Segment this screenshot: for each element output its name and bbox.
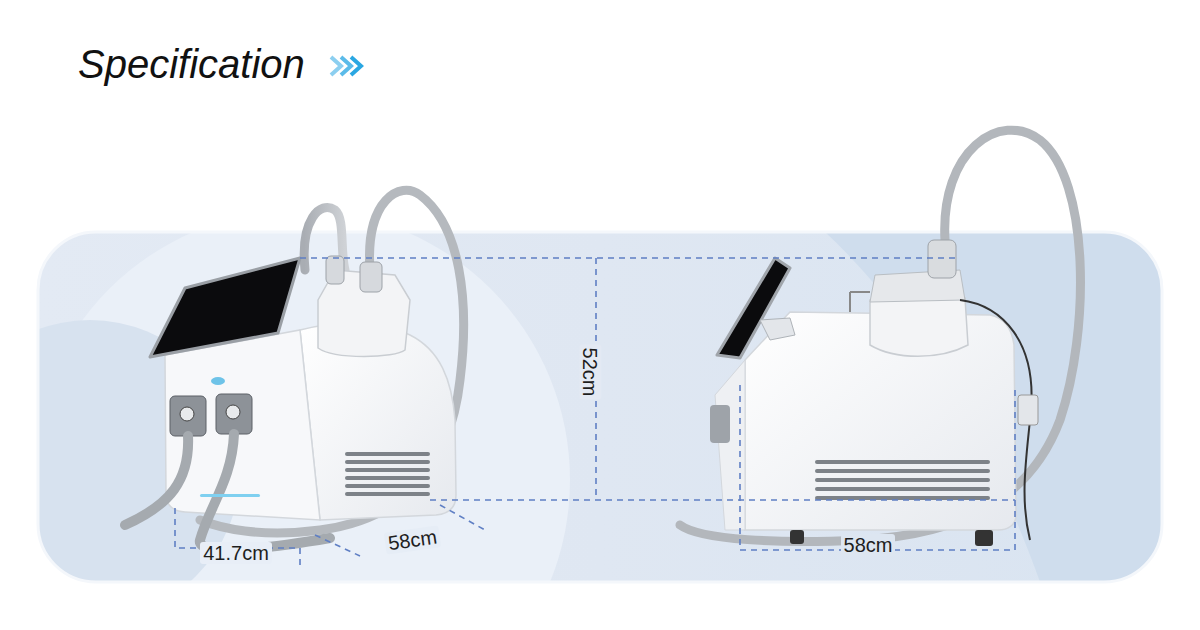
dimension-label: 58cm [841, 534, 896, 556]
dimension-label: 52cm [579, 345, 601, 400]
left-machine [125, 190, 464, 549]
dimension-label: 41.7cm [200, 542, 272, 564]
chevron-icon [331, 57, 361, 75]
right-machine [680, 130, 1080, 546]
dimension-lines [175, 258, 1015, 568]
background-panel [38, 232, 1162, 582]
page-title: Specification [78, 42, 305, 86]
